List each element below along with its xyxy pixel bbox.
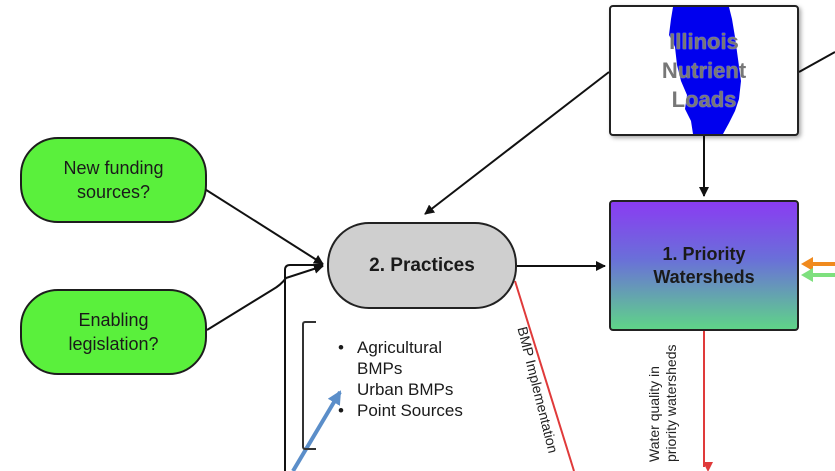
edge-loads-to-practices <box>424 71 610 215</box>
edge-funding-to-practices <box>199 185 324 265</box>
incoming-green-arrowhead <box>801 268 813 282</box>
list-item: • Point Sources <box>332 400 482 421</box>
funding-sources-node[interactable]: New funding sources? <box>20 137 207 223</box>
illinois-map-icon <box>669 7 741 134</box>
practices-label: 2. Practices <box>369 254 475 276</box>
edge-loads-to-right <box>798 51 835 73</box>
edge-bmp-implementation <box>514 280 575 471</box>
pointer-arrow-icon <box>291 390 342 471</box>
illinois-nutrient-loads-label: Illinois Nutrient Loads <box>661 29 747 112</box>
enabling-legislation-node[interactable]: Enabling legislation? <box>20 289 207 375</box>
list-item-text: Urban BMPs <box>357 380 454 399</box>
list-item-text: Agricultural BMPs <box>357 338 443 378</box>
list-item-text: Point Sources <box>357 401 463 420</box>
edge-feedback-loop <box>284 264 323 471</box>
bullet-icon: • <box>338 338 344 357</box>
practices-node[interactable]: 2. Practices <box>327 222 517 309</box>
list-item: • Agricultural BMPs <box>332 337 482 379</box>
illinois-nutrient-loads-node[interactable]: Illinois Nutrient Loads <box>609 5 799 136</box>
enabling-legislation-label: Enabling legislation? <box>68 310 159 354</box>
practices-list-bracket <box>302 321 316 450</box>
practices-list: • Agricultural BMPs Urban BMPs • Point S… <box>332 337 482 421</box>
priority-watersheds-node[interactable]: 1. Priority Watersheds <box>609 200 799 331</box>
bullet-icon: • <box>338 401 344 420</box>
incoming-orange-arrowhead <box>801 257 813 271</box>
list-item: Urban BMPs <box>332 379 482 400</box>
funding-sources-label: New funding sources? <box>63 158 164 202</box>
priority-watersheds-label: 1. Priority Watersheds <box>653 243 755 287</box>
water-quality-label: Water quality in priority watersheds <box>646 344 679 463</box>
